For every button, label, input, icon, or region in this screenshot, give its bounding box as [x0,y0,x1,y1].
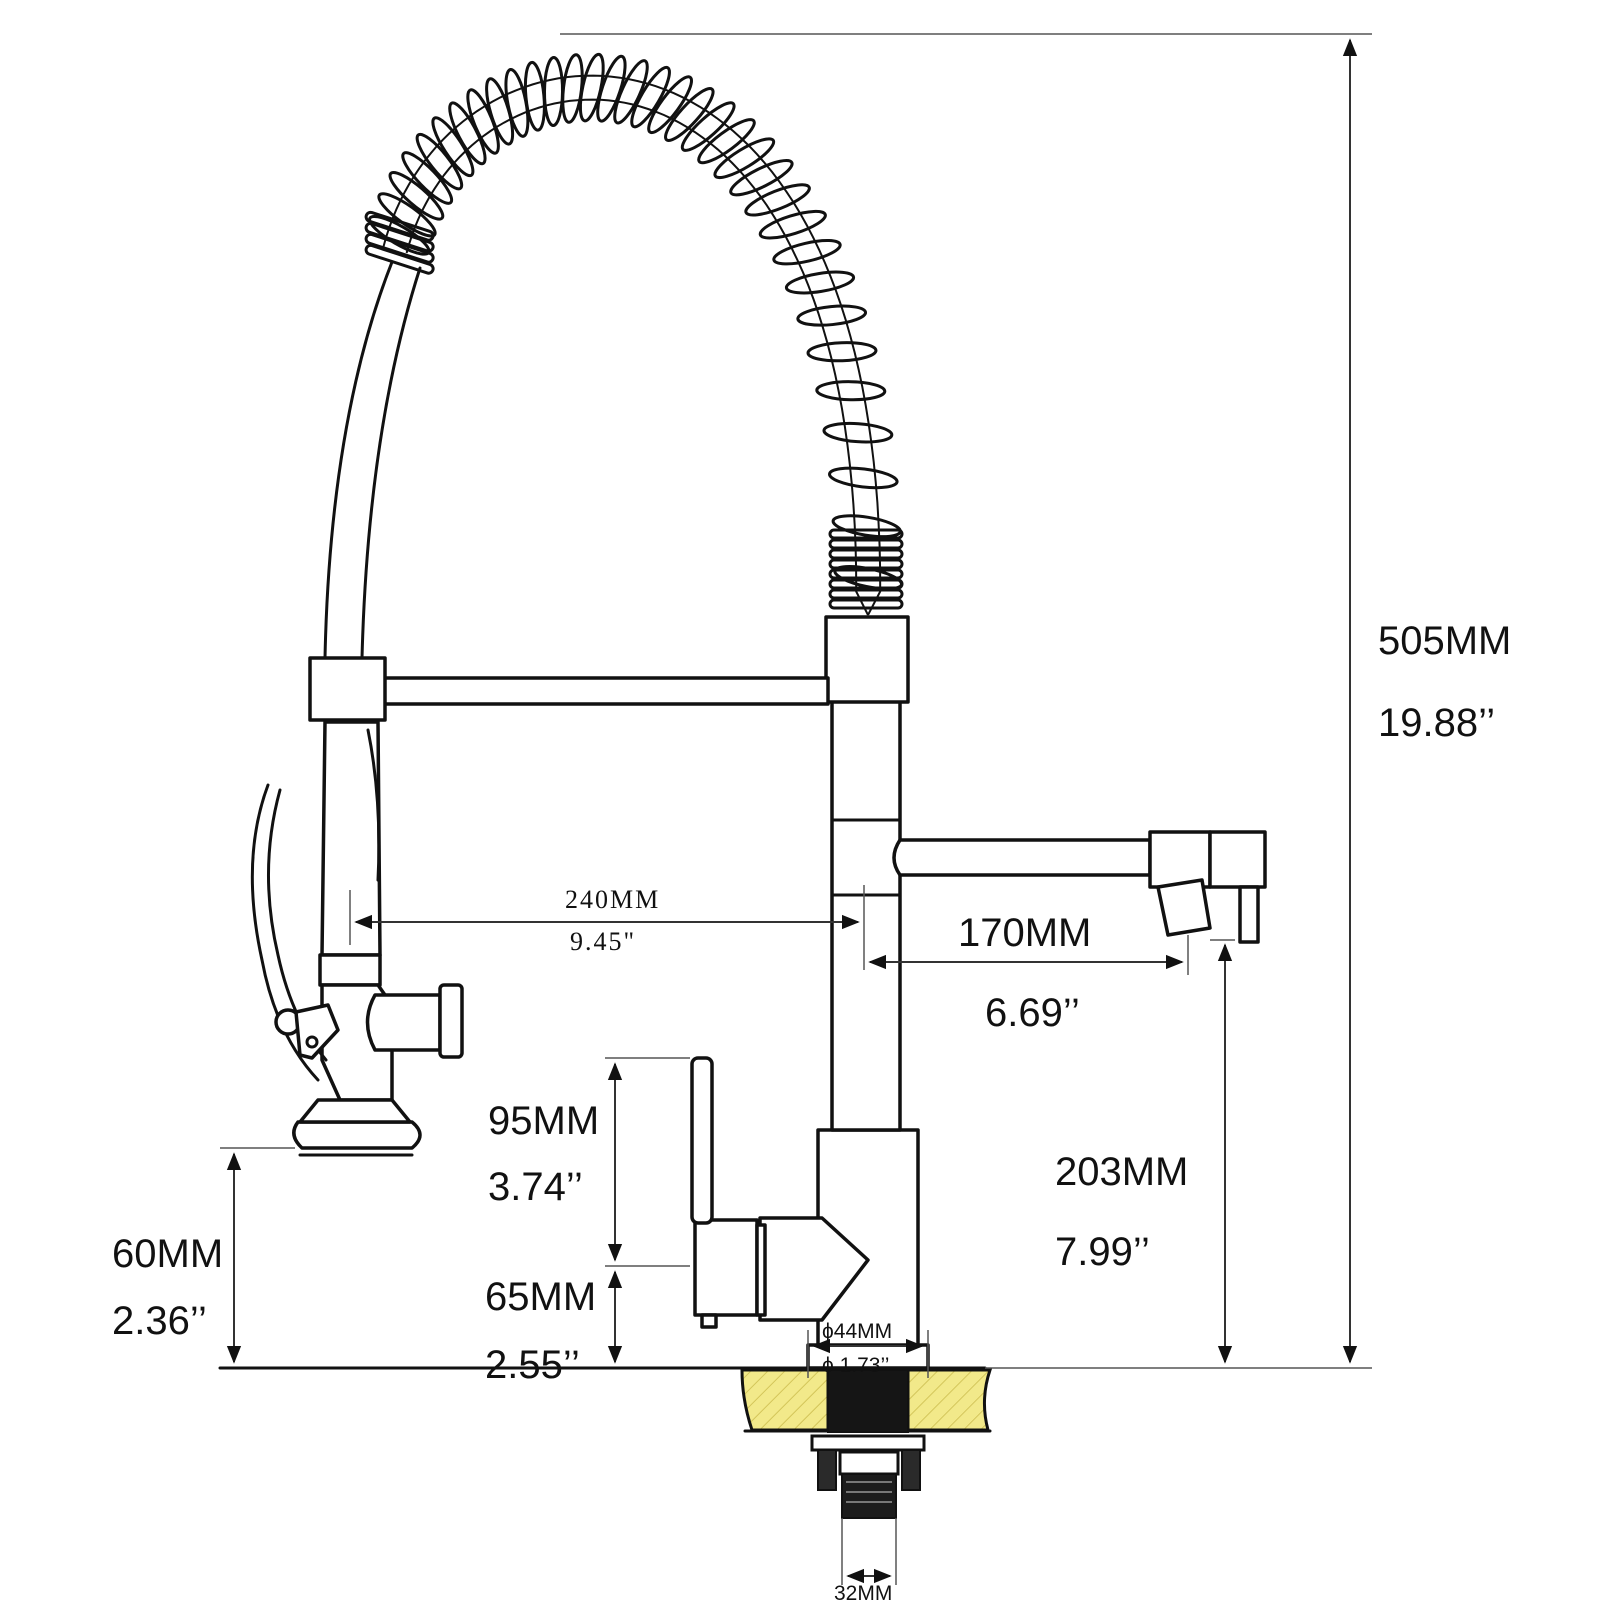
shank-diameter-mm: 32MM [834,1582,892,1600]
swivel-spout [892,830,1267,944]
sprayer-reach-inch: 9.45" [570,927,636,956]
sprayer-reach-mm: 240MM [565,885,660,914]
base-diameter-inch: ϕ 1.73’’ [822,1354,889,1377]
support-arm [308,656,830,722]
main-column [824,615,910,1132]
spout-reach-inch: 6.69’’ [985,991,1080,1035]
handle-height-mm: 65MM [485,1275,596,1319]
handle-length-inch: 3.74’’ [488,1165,583,1209]
pull-down-sprayer [250,720,464,1157]
lever-handle [690,1056,767,1329]
hose [323,260,422,660]
sprayer-height-mm: 60MM [112,1232,223,1276]
handle-height-inch: 2.55’’ [485,1343,580,1387]
total-height-inch: 19.88’’ [1378,701,1495,745]
handle-length-mm: 95MM [488,1099,599,1143]
total-height-mm: 505MM [1378,619,1511,663]
dimension-labels: 505MM 19.88’’ 240MM 9.45" 170MM 6.69’’ 2… [112,619,1511,1600]
dimension-lines [220,33,1372,1585]
coil-spring [364,52,904,616]
sprayer-height-inch: 2.36’’ [112,1299,207,1343]
spout-reach-mm: 170MM [958,911,1091,955]
mounting-shank [810,1369,926,1519]
spout-height-inch: 7.99’’ [1055,1230,1150,1274]
spout-height-mm: 203MM [1055,1150,1188,1194]
base-diameter-mm: ϕ44MM [822,1320,892,1343]
